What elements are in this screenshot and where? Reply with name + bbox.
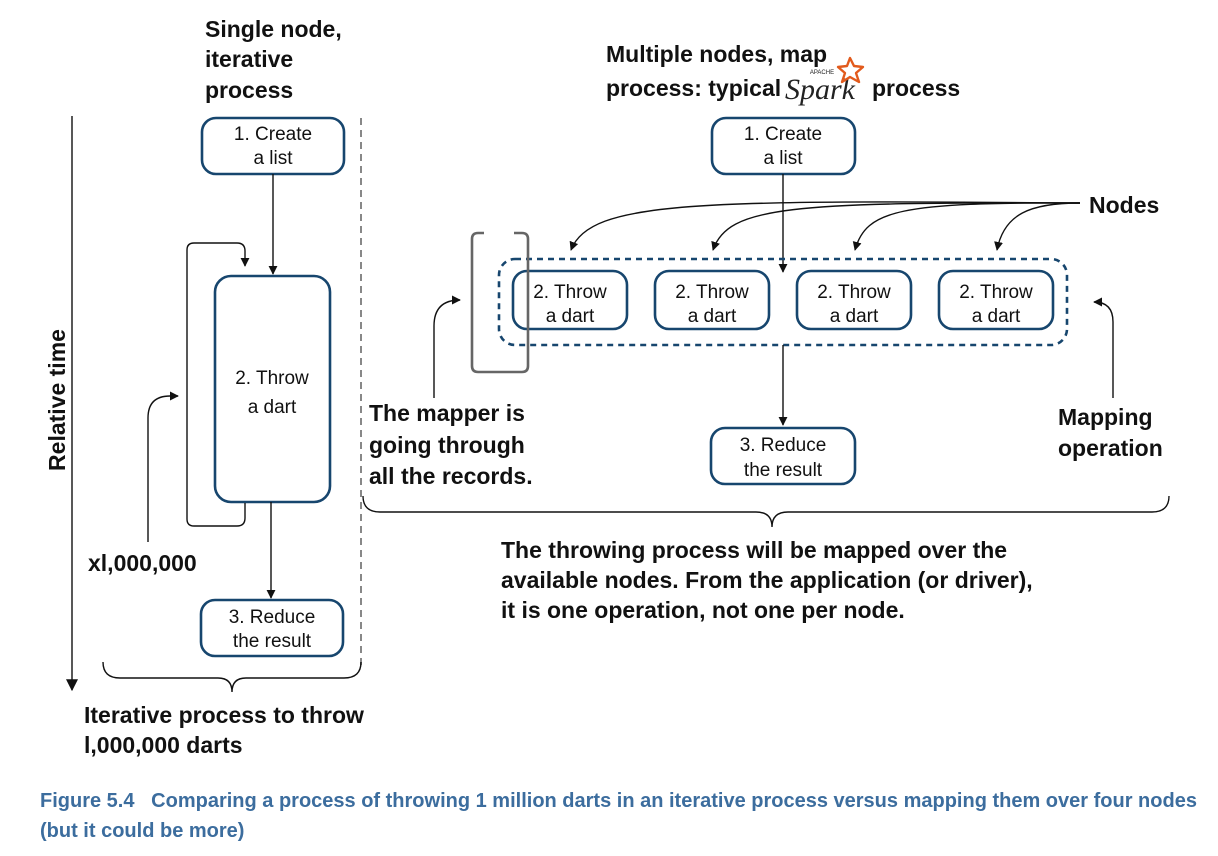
figure-caption-label: Figure 5.4 [40,790,135,812]
svg-text:a dart: a dart [546,306,595,327]
spark-star-icon [836,56,865,84]
mapper-pointer-arrow [433,295,461,398]
svg-text:Multiple nodes, map: Multiple nodes, map [606,41,827,67]
svg-text:it is one operation, not one p: it is one operation, not one per node. [501,597,905,623]
mapper-note: The mapper is going through all the reco… [369,400,533,489]
svg-text:Mapping: Mapping [1058,404,1153,430]
svg-text:process: process [872,75,960,101]
svg-text:a list: a list [763,148,803,169]
mapping-note: Mapping operation [1058,404,1163,461]
mapping-pointer-arrow [1093,297,1114,398]
svg-text:available nodes. From the appl: available nodes. From the application (o… [501,567,1033,593]
svg-text:2. Throw: 2. Throw [959,282,1033,303]
svg-text:2. Throw: 2. Throw [533,282,607,303]
right-bottom-note: The throwing process will be mapped over… [501,537,1033,623]
time-axis-label: Relative time [44,329,70,471]
svg-text:operation: operation [1058,435,1163,461]
svg-text:a dart: a dart [972,306,1021,327]
figure-caption-text: Comparing a process of throwing 1 millio… [40,790,1197,842]
svg-text:APACHE: APACHE [810,70,834,76]
svg-text:a dart: a dart [248,397,297,418]
node-box-2: 2. Throw a dart [653,269,771,331]
node-box-4: 2. Throw a dart [937,269,1055,331]
right-reduce-box: 3. Reduce the result [709,426,857,486]
repeat-label: xl,000,000 [88,550,197,576]
left-title: Single node, iterative process [205,16,342,103]
svg-text:2. Throw: 2. Throw [235,368,309,389]
svg-text:going through: going through [369,432,525,458]
svg-text:iterative: iterative [205,46,293,72]
left-bottom-note: Iterative process to throw l,000,000 dar… [84,702,364,758]
left-reduce-box: 3. Reduce the result [199,598,345,658]
right-brace [362,495,1170,528]
nodes-pointer-arrows [569,201,1081,251]
svg-text:a dart: a dart [688,306,737,327]
svg-text:Single node,: Single node, [205,16,342,42]
repeat-pointer-arrow [147,391,179,542]
svg-text:2. Throw: 2. Throw [817,282,891,303]
svg-text:process: typical: process: typical [606,75,781,101]
right-create-box: 1. Create a list [710,116,857,176]
left-create-box: 1. Create a list [200,116,346,176]
svg-text:Iterative process to throw: Iterative process to throw [84,702,364,728]
svg-text:The throwing process will be m: The throwing process will be mapped over… [501,537,1007,563]
right-title: Multiple nodes, map process: typical APA… [606,41,960,106]
svg-text:the result: the result [233,631,312,652]
svg-text:l,000,000 darts: l,000,000 darts [84,732,243,758]
svg-text:3. Reduce: 3. Reduce [229,607,316,628]
svg-text:a list: a list [253,148,293,169]
svg-text:3. Reduce: 3. Reduce [740,435,827,456]
svg-text:a dart: a dart [830,306,879,327]
node-box-1: 2. Throw a dart [511,269,629,331]
svg-text:Spark: Spark [785,73,856,106]
mapper-bracket [470,231,530,374]
nodes-label: Nodes [1089,192,1159,218]
svg-text:all the records.: all the records. [369,463,533,489]
svg-text:1. Create: 1. Create [744,124,822,145]
svg-text:2. Throw: 2. Throw [675,282,749,303]
svg-text:the result: the result [744,460,823,481]
svg-text:1. Create: 1. Create [234,124,312,145]
node-box-3: 2. Throw a dart [795,269,913,331]
svg-text:process: process [205,77,293,103]
spark-logo: APACHE Spark [785,56,865,106]
loop-arrow [186,242,250,527]
figure-caption: Figure 5.4 Comparing a process of throwi… [40,786,1200,846]
svg-text:The mapper is: The mapper is [369,400,525,426]
left-brace [102,661,362,693]
left-throw-box: 2. Throw a dart [213,274,332,504]
